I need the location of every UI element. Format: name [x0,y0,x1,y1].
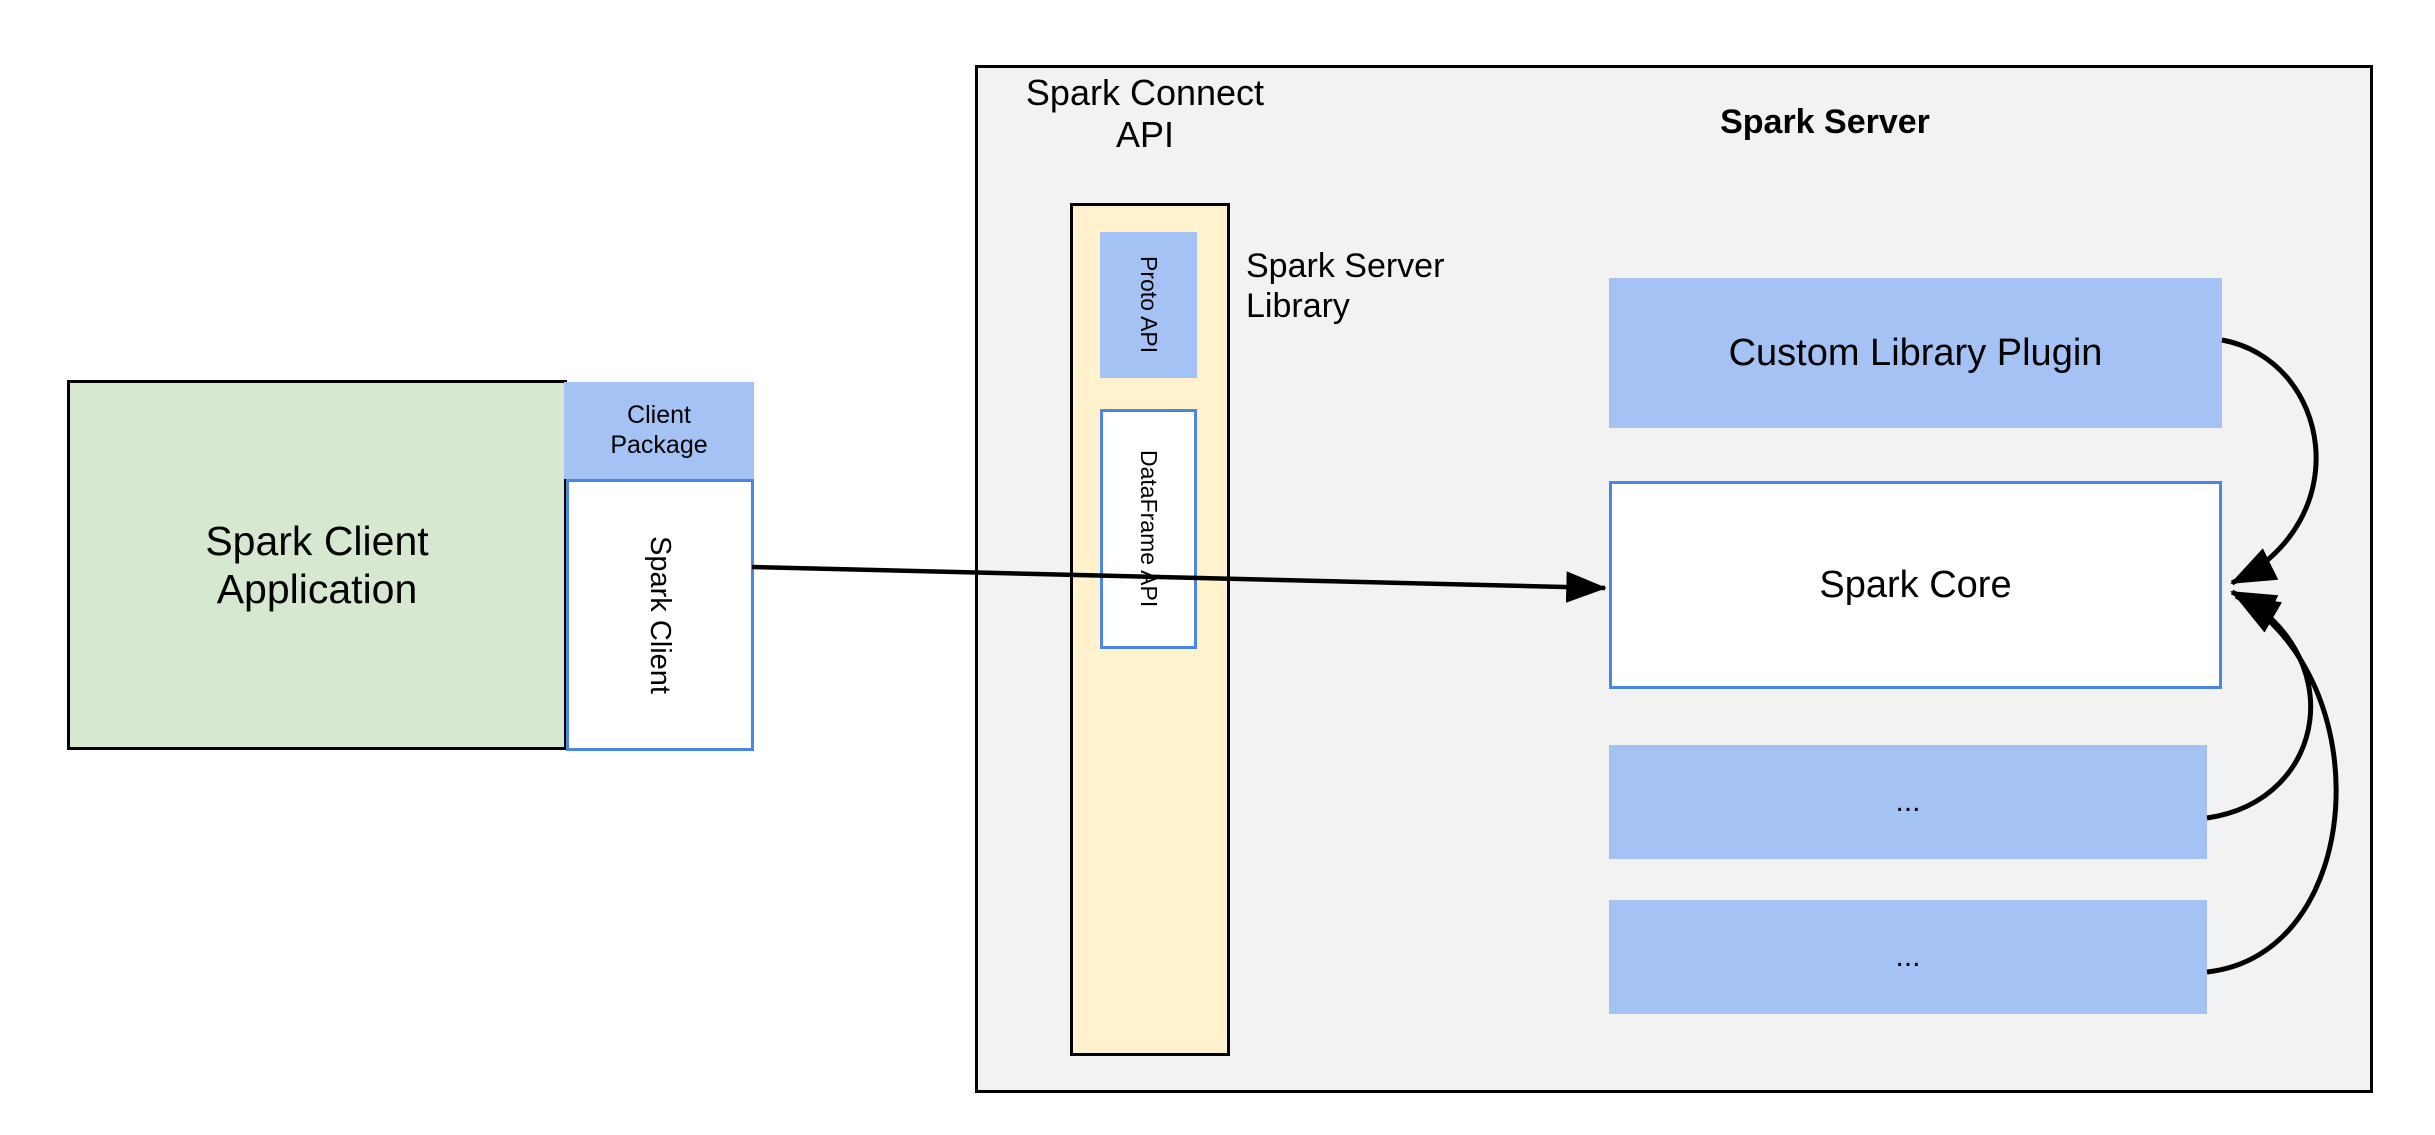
spark-client-application-box: Spark Client Application [67,380,567,750]
ellipsis-box-1-label: ... [1895,785,1921,819]
dataframe-api-box: DataFrame API [1100,409,1197,649]
spark-core-label: Spark Core [1819,563,2012,606]
spark-server-library-title: Spark Server Library [1246,246,1546,336]
proto-api-label: Proto API [1136,256,1163,354]
dataframe-api-label: DataFrame API [1136,450,1163,608]
spark-connect-api-title: Spark Connect API [1000,68,1290,158]
client-package-label: Client Package [610,401,708,459]
spark-connect-api-title-label: Spark Connect API [1025,72,1265,156]
spark-server-library-title-label: Spark Server Library [1246,247,1445,326]
spark-client-label: Spark Client [644,536,677,694]
client-package-box: Client Package [564,382,754,479]
ellipsis-box-2-label: ... [1895,940,1921,974]
custom-library-plugin-box: Custom Library Plugin [1609,278,2222,428]
ellipsis-box-1: ... [1609,745,2207,859]
custom-library-plugin-label: Custom Library Plugin [1728,331,2103,374]
ellipsis-box-2: ... [1609,900,2207,1014]
spark-server-title: Spark Server [1720,102,1930,141]
spark-client-box: Spark Client [566,479,754,751]
spark-core-box: Spark Core [1609,481,2222,689]
proto-api-box: Proto API [1100,232,1197,378]
spark-client-application-label: Spark Client Application [205,517,429,612]
